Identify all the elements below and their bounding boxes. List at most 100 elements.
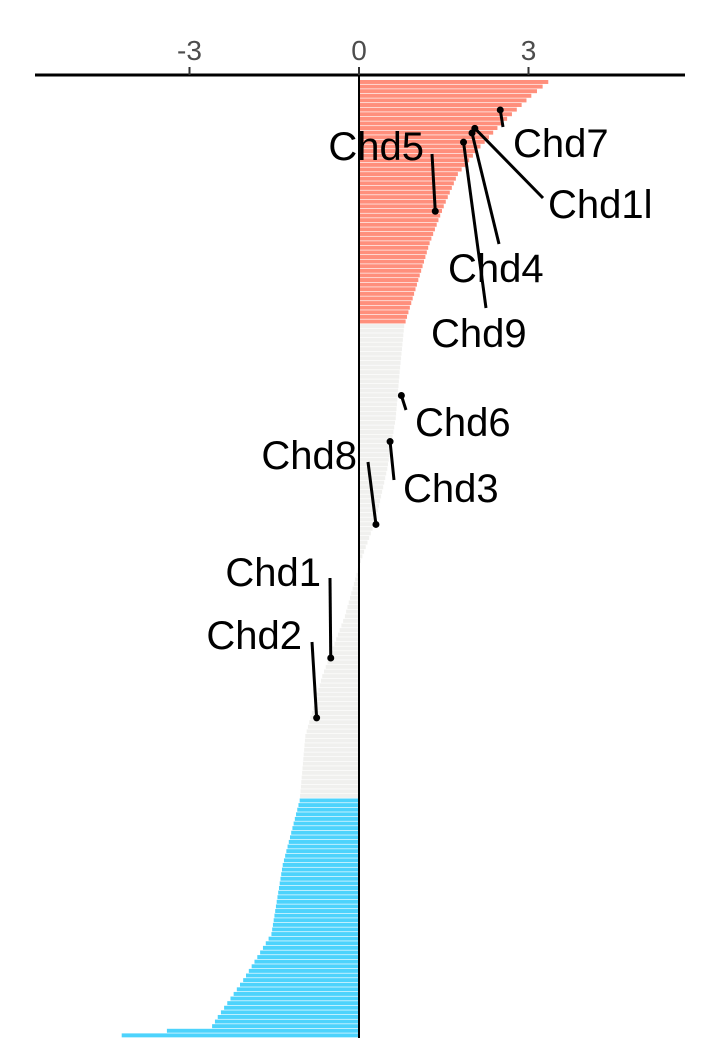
bar (262, 945, 359, 950)
bar (283, 858, 359, 863)
bar (359, 273, 420, 278)
bar (359, 255, 426, 259)
bar (355, 577, 359, 582)
bar (359, 370, 400, 375)
bar (359, 466, 388, 471)
bar (347, 605, 359, 610)
bar (313, 706, 359, 711)
bar (359, 135, 489, 140)
bar (246, 973, 359, 978)
bar (274, 913, 359, 918)
bar (324, 669, 359, 674)
bar (296, 812, 359, 817)
bar (359, 388, 399, 393)
bar (359, 291, 415, 296)
bar (310, 715, 359, 720)
bar (359, 103, 522, 107)
annotation-connector (470, 132, 501, 245)
bar (359, 360, 401, 365)
bar (359, 259, 424, 264)
bar (359, 190, 450, 195)
bar (359, 278, 419, 283)
bar (251, 964, 359, 969)
bar (359, 204, 444, 209)
bar (278, 890, 359, 895)
x-tick-label: 3 (521, 35, 537, 66)
annotation-connector (388, 441, 396, 481)
bar (332, 646, 359, 651)
bar (359, 268, 422, 273)
bar (359, 457, 389, 462)
bar (243, 978, 359, 983)
bar (319, 683, 359, 688)
bar (300, 793, 359, 798)
bar (359, 337, 403, 342)
bar (336, 637, 359, 642)
bar (359, 282, 417, 287)
annotation-point (460, 138, 468, 146)
bar (306, 729, 359, 734)
bar (272, 927, 359, 932)
gene-label: Chd1 (225, 551, 321, 595)
bar (281, 867, 359, 872)
bar (230, 996, 359, 1001)
bar (359, 107, 517, 112)
bar (121, 1033, 359, 1038)
bar (300, 784, 359, 789)
bar (289, 835, 359, 840)
bar (359, 218, 439, 223)
bar (299, 798, 359, 803)
bar (359, 116, 508, 121)
bar (275, 909, 359, 913)
bar (359, 93, 532, 98)
annotation-point (372, 520, 380, 528)
bar (278, 886, 359, 890)
bar (359, 443, 392, 448)
bar (359, 319, 406, 324)
bar (302, 770, 359, 775)
bar (271, 932, 359, 937)
gene-label: Chd8 (261, 434, 357, 478)
bar (359, 499, 381, 504)
bar (286, 849, 359, 854)
bar (359, 328, 404, 333)
bar (359, 245, 429, 250)
bar (236, 987, 359, 992)
bar (359, 471, 387, 476)
bar (301, 780, 359, 785)
bar (359, 526, 373, 531)
bar (359, 241, 430, 246)
annotation-point (468, 129, 476, 137)
bar (311, 710, 359, 715)
bar (248, 968, 359, 973)
bar (359, 80, 549, 84)
bar (302, 761, 359, 766)
bar (304, 738, 359, 743)
bar (359, 407, 397, 411)
bar (273, 918, 359, 923)
bar (277, 895, 359, 900)
bar (280, 876, 359, 881)
bar (359, 153, 473, 158)
bar (315, 697, 359, 702)
bar (359, 144, 481, 149)
bar (359, 545, 366, 550)
bar (287, 844, 359, 849)
bar (353, 582, 359, 586)
bar (233, 991, 359, 996)
bar (352, 586, 359, 591)
annotation-point (496, 106, 504, 114)
bar (359, 554, 363, 559)
bar (317, 692, 359, 697)
bar (212, 1024, 359, 1029)
bar (359, 98, 527, 103)
bar (359, 374, 400, 379)
annotation-connector (328, 577, 333, 659)
bar (359, 172, 458, 177)
bar (359, 508, 378, 513)
bar (275, 904, 359, 909)
bar (359, 181, 454, 186)
bar (359, 222, 437, 227)
bar (359, 393, 398, 398)
